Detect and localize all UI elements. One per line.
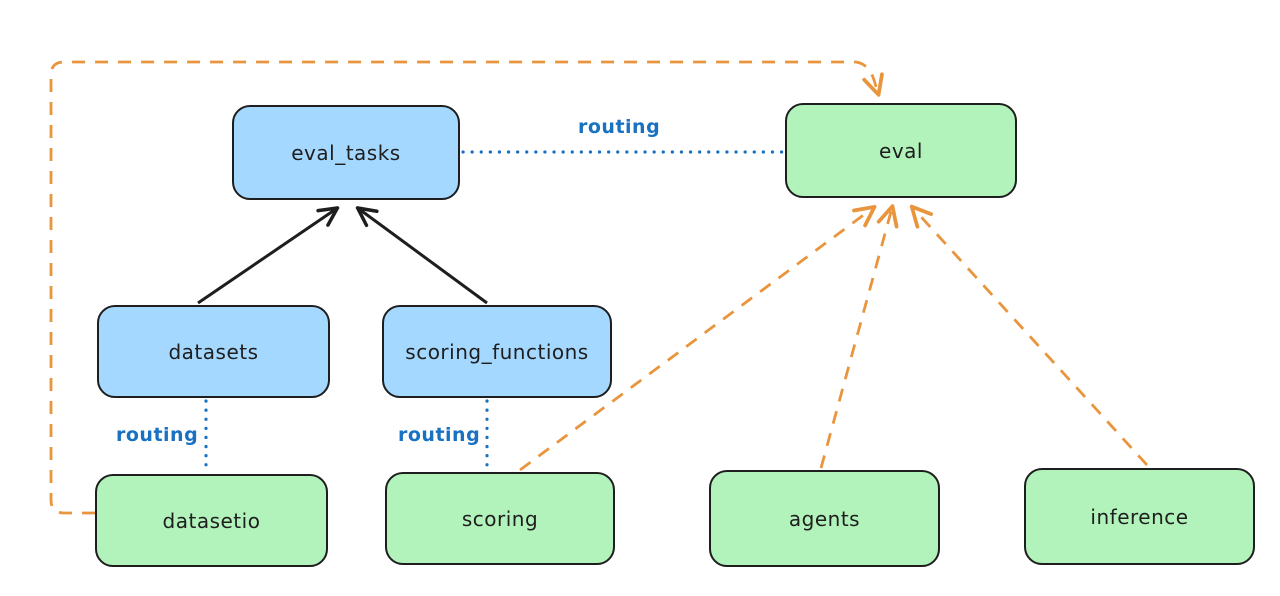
edge-scoring-to-eval (519, 208, 873, 472)
node-eval-label: eval (879, 138, 923, 163)
node-datasets-label: datasets (168, 339, 259, 364)
node-agents-label: agents (788, 506, 861, 531)
edge-inference-to-eval (913, 208, 1149, 466)
node-inference: inference (1024, 468, 1255, 565)
node-inference-label: inference (1090, 504, 1189, 529)
node-scoring: scoring (385, 472, 615, 565)
routing-label-eval-tasks-eval: routing (578, 116, 661, 138)
node-eval-tasks: eval_tasks (232, 105, 460, 200)
node-datasetio: datasetio (95, 474, 328, 567)
routing-label-scoring-functions-scoring: routing (398, 424, 481, 446)
node-datasetio-label: datasetio (162, 508, 261, 533)
edge-datasets-to-eval-tasks (197, 209, 336, 305)
edge-datasetio-to-eval (49, 60, 878, 515)
node-scoring-label: scoring (461, 506, 539, 531)
edge-agents-to-eval (819, 208, 892, 469)
routing-label-datasets-datasetio: routing (116, 424, 199, 446)
edge-scoring-functions-to-eval-tasks (359, 209, 488, 305)
node-agents: agents (709, 470, 940, 567)
node-eval-tasks-label: eval_tasks (291, 140, 401, 165)
node-scoring-functions: scoring_functions (382, 305, 612, 398)
node-scoring-functions-label: scoring_functions (405, 339, 589, 364)
node-datasets: datasets (97, 305, 330, 398)
node-eval: eval (785, 103, 1017, 198)
